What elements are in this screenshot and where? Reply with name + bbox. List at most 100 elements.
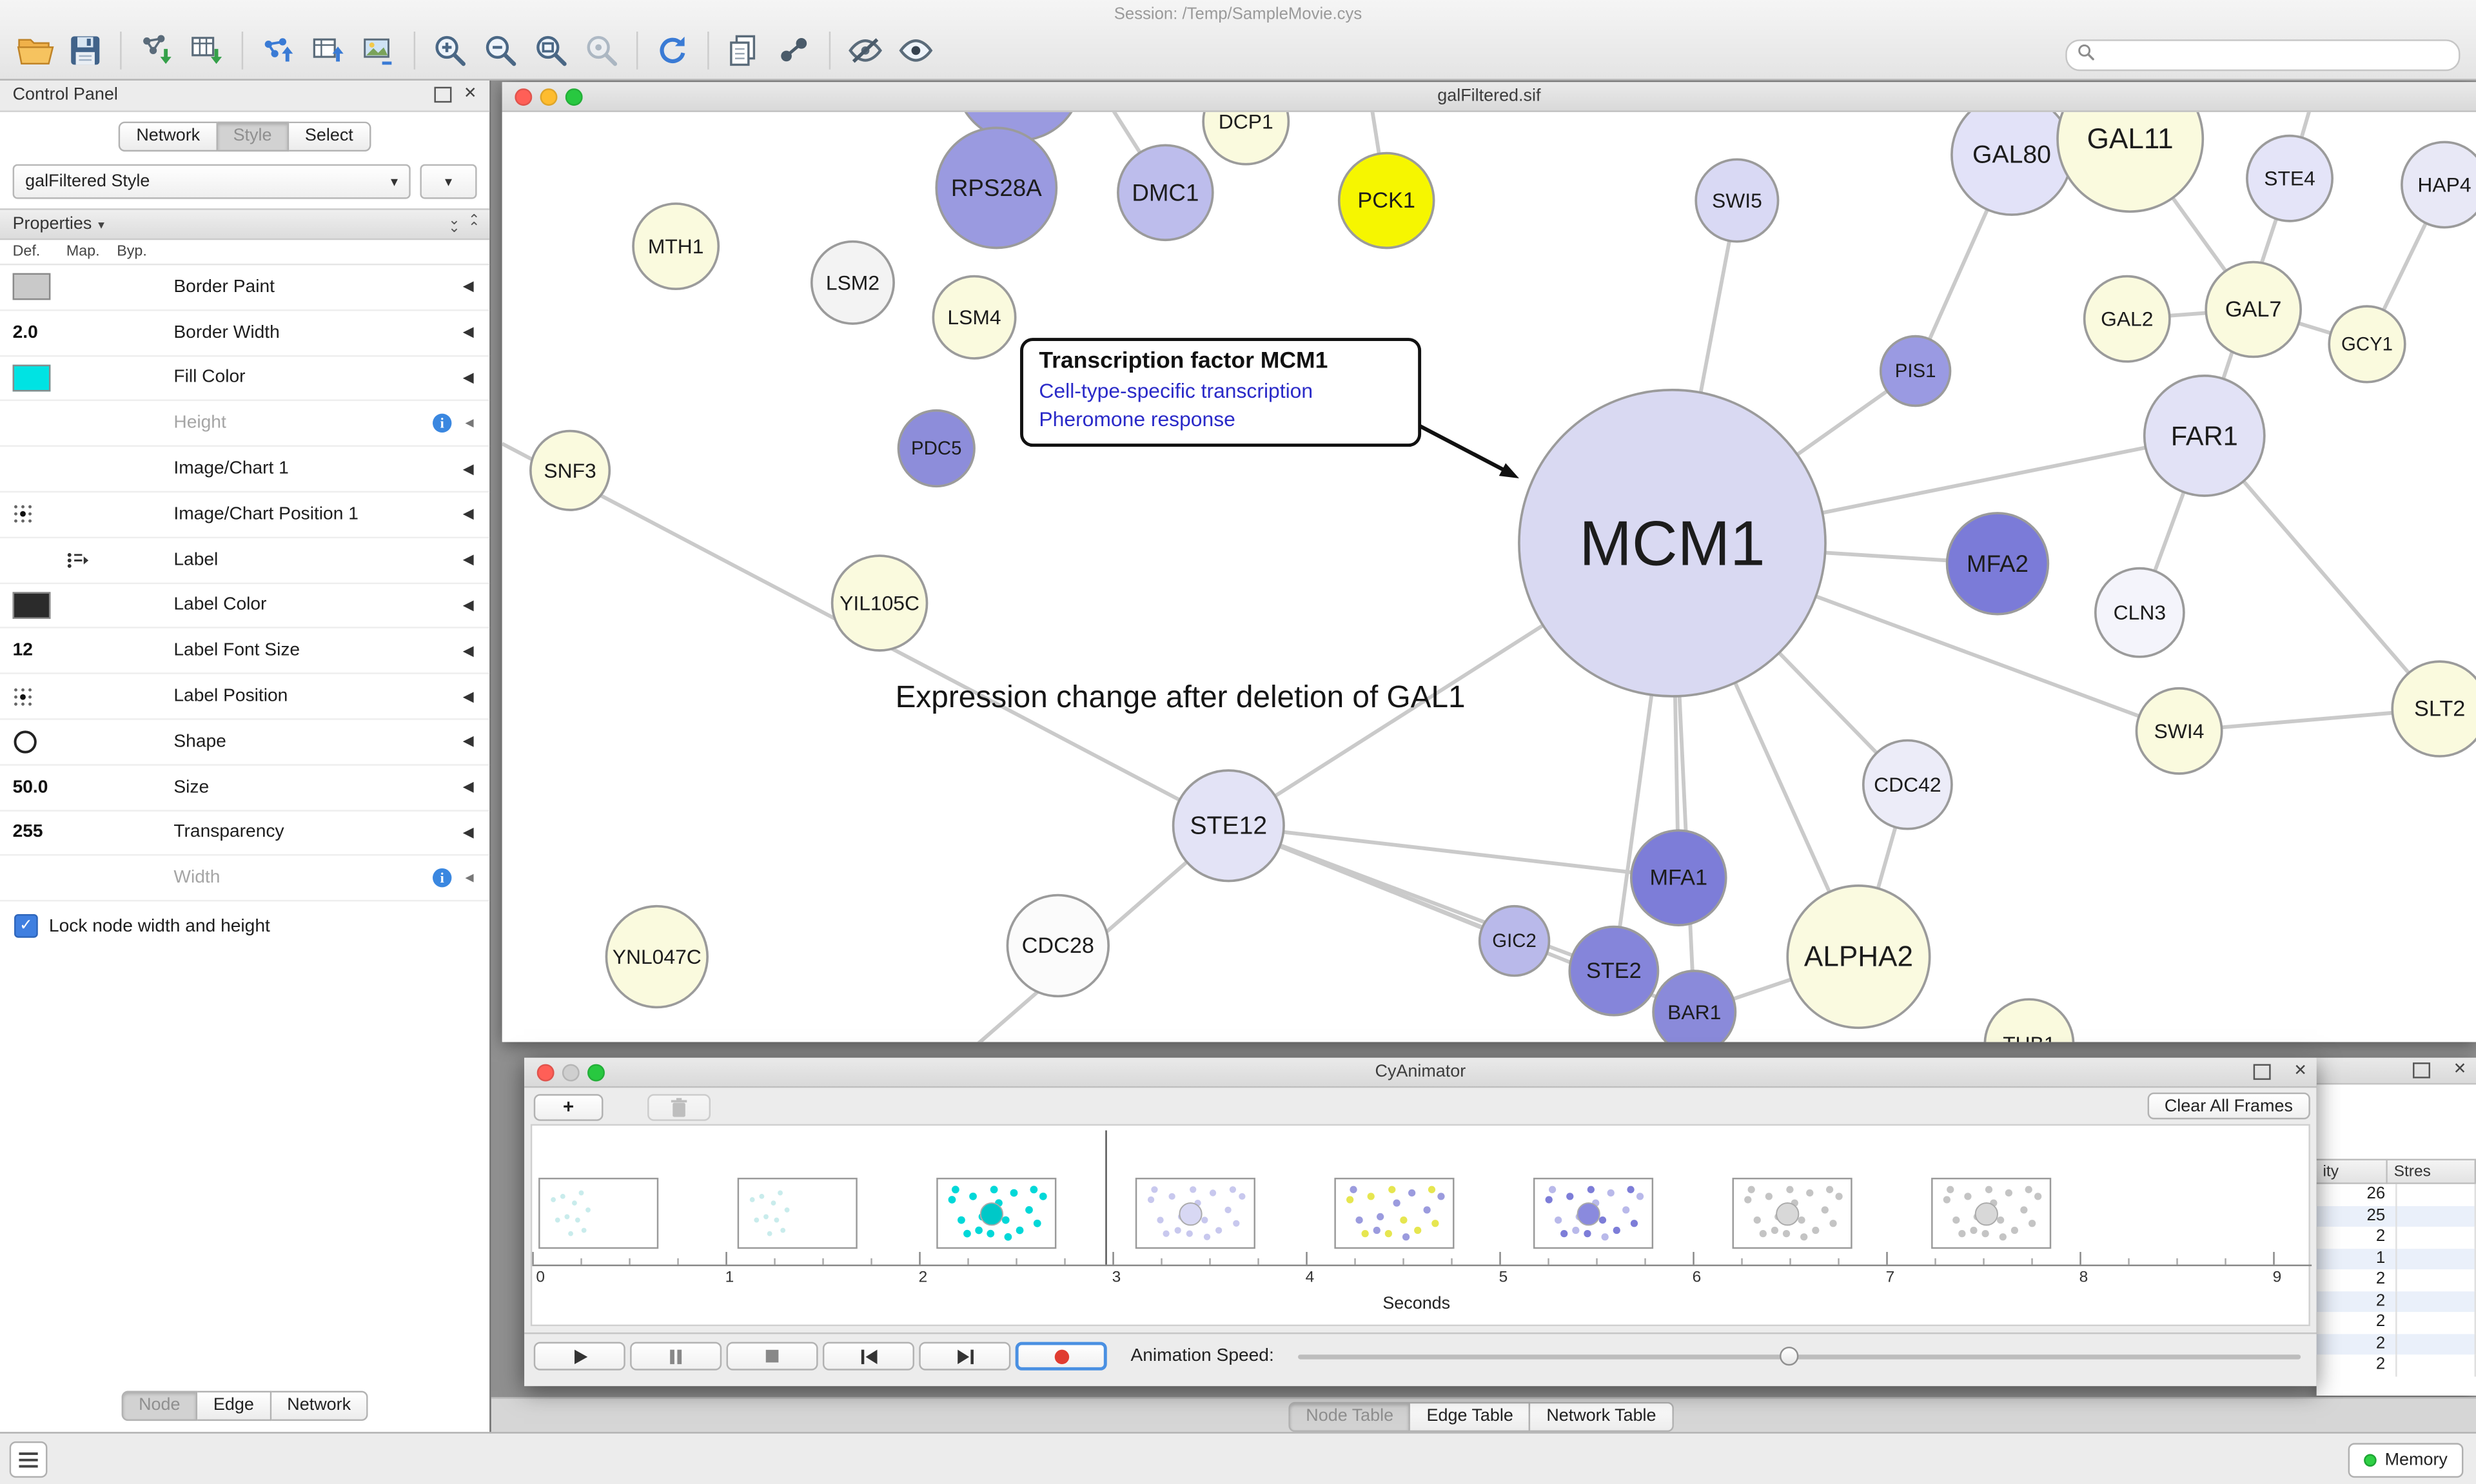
node-TUB1[interactable]: TUB1 [1983,998,2075,1042]
export-network-icon[interactable] [253,27,303,74]
node-MFA2[interactable]: MFA2 [1945,512,2050,616]
collapse-all-icon[interactable]: ⌃⌃ [468,211,480,235]
zoom-in-icon[interactable] [425,27,475,74]
frame-thumbnail-6[interactable] [1732,1177,1852,1249]
tab-edge[interactable]: Edge [197,1391,271,1421]
tab-select[interactable]: Select [289,121,371,152]
memory-button[interactable]: Memory [2348,1443,2464,1478]
node-GAL80[interactable]: GAL80 [1950,112,2073,216]
zoom-out-icon[interactable] [475,27,526,74]
zoom-fit-icon[interactable] [526,27,576,74]
close-icon[interactable]: ✕ [2453,1060,2467,1079]
node-YNL047C[interactable]: YNL047C [605,904,709,1009]
expand-row-icon[interactable]: ◀ [462,324,474,340]
frame-thumbnail-7[interactable] [1931,1177,2052,1249]
node-PIS1[interactable]: PIS1 [1879,335,1952,407]
table-row[interactable]: 2 [2316,1333,2476,1355]
node-DCP1[interactable]: DCP1 [1202,112,1290,166]
node-GCY1[interactable]: GCY1 [2328,305,2406,384]
zoom-button[interactable] [565,87,583,105]
tab-edge-table[interactable]: Edge Table [1411,1401,1531,1432]
node-LSM2[interactable]: LSM2 [810,240,895,325]
expand-row-icon[interactable]: ◀ [465,418,474,430]
default-value-cell[interactable]: 12 [13,641,66,660]
node-HAP4[interactable]: HAP4 [2401,141,2476,229]
expand-row-icon[interactable]: ◀ [462,733,474,749]
clear-all-frames-button[interactable]: Clear All Frames [2147,1092,2310,1120]
table-row[interactable]: 26 [2317,1184,2476,1206]
close-button[interactable] [536,1063,555,1081]
copy-icon[interactable] [718,27,769,74]
slider-thumb[interactable] [1780,1346,1799,1366]
apply-layout-icon[interactable] [647,27,698,74]
frame-thumbnail-4[interactable] [1334,1177,1455,1249]
hide-selected-icon[interactable] [840,27,890,74]
import-network-icon[interactable] [131,27,181,74]
node-RPS28A[interactable]: RPS28A [935,126,1058,249]
node-SWI5[interactable]: SWI5 [1695,158,1780,243]
node-PDC5[interactable]: PDC5 [897,409,976,488]
skip-to-start-button[interactable] [822,1342,914,1371]
node-MTH1[interactable]: MTH1 [632,202,720,291]
node-STE4[interactable]: STE4 [2246,134,2334,222]
column-header-ity[interactable]: ity [2316,1160,2388,1184]
expand-row-icon[interactable]: ◀ [462,551,474,567]
expand-row-icon[interactable]: ◀ [462,505,474,522]
close-icon[interactable]: ✕ [464,85,477,103]
node-FAR1[interactable]: FAR1 [2143,375,2266,497]
node-MFA1[interactable]: MFA1 [1629,829,1727,926]
stop-button[interactable] [726,1342,818,1371]
info-icon[interactable]: i [433,414,452,433]
node-DMC1[interactable]: DMC1 [1117,144,1214,242]
close-button[interactable] [515,87,533,105]
node-MCM1[interactable]: MCM1 [1518,389,1827,698]
node-LSM4[interactable]: LSM4 [932,275,1017,360]
default-value-cell[interactable]: 2.0 [13,323,66,342]
save-session-icon[interactable] [60,27,110,74]
expand-row-icon[interactable]: ◀ [465,873,474,885]
table-row[interactable]: 2 [2317,1312,2476,1334]
style-selector[interactable]: galFiltered Style ▾ [12,164,411,199]
tab-node[interactable]: Node [121,1391,198,1421]
column-header-stres[interactable]: Stres [2387,1160,2476,1184]
node-GAL11[interactable]: GAL11 [2056,112,2205,213]
style-options-button[interactable]: ▾ [420,164,477,199]
position-icon[interactable] [13,504,66,525]
export-table-icon[interactable] [303,27,353,74]
node-CDC42[interactable]: CDC42 [1862,739,1953,830]
caption-annotation[interactable]: Expression change after deletion of GAL1 [895,680,1466,716]
zoom-selected-icon[interactable] [576,27,627,74]
default-value-cell[interactable] [12,273,66,301]
show-panels-button[interactable] [9,1441,48,1478]
default-value-cell[interactable]: 255 [13,823,66,842]
table-row[interactable]: 25 [2316,1205,2476,1227]
node-BAR1[interactable]: BAR1 [1652,970,1737,1042]
mapping-icon[interactable] [66,551,117,569]
position-icon[interactable] [13,686,66,707]
search-input[interactable] [2101,44,2450,66]
tab-network-table[interactable]: Network Table [1530,1401,1674,1432]
node-GAL7[interactable]: GAL7 [2205,260,2303,358]
node-ALPHA2[interactable]: ALPHA2 [1786,884,1931,1030]
float-window-icon[interactable] [2252,1064,2270,1080]
export-image-icon[interactable] [354,27,404,74]
tab-network[interactable]: Network [119,121,218,152]
skip-to-end-button[interactable] [919,1342,1011,1371]
lock-size-checkbox[interactable]: ✓ [14,914,38,939]
table-row[interactable]: 1 [2316,1247,2476,1269]
tab-style[interactable]: Style [217,121,290,152]
tab-network[interactable]: Network [271,1391,369,1421]
delete-frame-button[interactable] [647,1093,711,1120]
table-row[interactable]: 2 [2317,1269,2476,1291]
zoom-button[interactable] [587,1063,605,1081]
table-row[interactable]: 2 [2316,1291,2476,1313]
default-value-cell[interactable] [12,364,66,392]
frame-thumbnail-2[interactable] [936,1177,1057,1249]
node-GAL2[interactable]: GAL2 [2083,275,2171,363]
frame-thumbnail-3[interactable] [1135,1177,1255,1249]
minimize-button[interactable] [562,1063,580,1081]
expand-row-icon[interactable]: ◀ [462,460,474,476]
expand-row-icon[interactable]: ◀ [462,278,474,295]
annotation-box[interactable]: Transcription factor MCM1 Cell-type-spec… [1020,338,1422,447]
